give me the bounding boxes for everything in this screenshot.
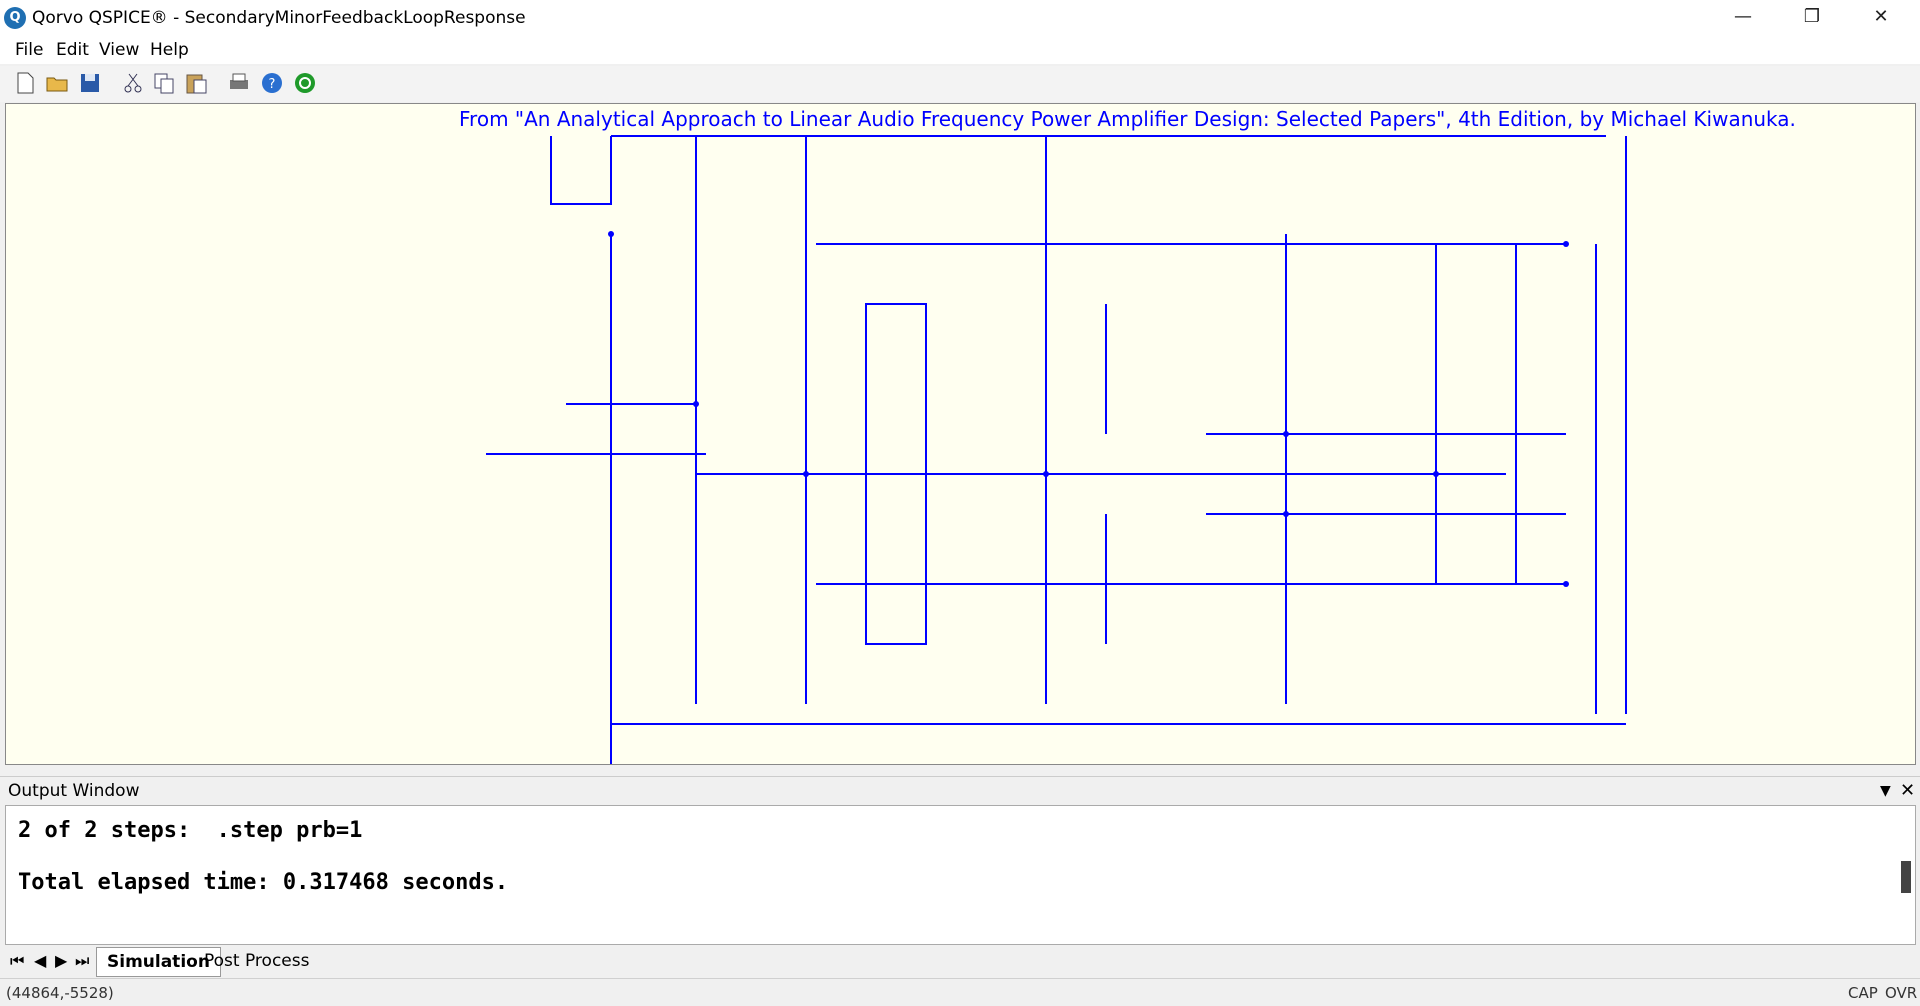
toolbar: ? xyxy=(0,66,1920,102)
cursor-coords: (44864,-5528) xyxy=(6,984,114,1002)
title-bar: Q Qorvo QSPICE® - SecondaryMinorFeedback… xyxy=(0,0,1920,36)
output-window-header: Output Window ▼ ✕ xyxy=(0,776,1920,805)
scrollbar-thumb[interactable] xyxy=(1901,861,1911,893)
schematic-canvas[interactable]: From "An Analytical Approach to Linear A… xyxy=(5,103,1916,765)
caps-indicator: CAP xyxy=(1848,984,1878,1002)
ovr-indicator: OVR xyxy=(1885,984,1918,1002)
open-folder-icon[interactable] xyxy=(44,70,70,96)
output-line: Total elapsed time: 0.317468 seconds. xyxy=(18,870,509,895)
minimize-icon[interactable]: — xyxy=(1734,6,1752,27)
tab-simulation[interactable]: Simulation xyxy=(96,947,221,977)
copy-icon[interactable] xyxy=(151,70,177,96)
svg-text:?: ? xyxy=(269,77,276,92)
chevron-down-icon[interactable]: ▼ xyxy=(1880,783,1891,799)
schematic-banner: From "An Analytical Approach to Linear A… xyxy=(459,107,1796,131)
tab-bar: ⏮ ◀ ▶ ⏭ Simulation Post Process xyxy=(0,945,1920,977)
output-text-pane[interactable]: 2 of 2 steps: .step prb=1 Total elapsed … xyxy=(5,805,1916,945)
nav-last-icon[interactable]: ⏭ xyxy=(75,951,90,970)
menu-edit[interactable]: Edit xyxy=(56,40,89,60)
run-icon[interactable] xyxy=(292,70,318,96)
restore-icon[interactable]: ❐ xyxy=(1803,6,1821,27)
qspice-app-icon: Q xyxy=(4,7,26,29)
output-window-title: Output Window xyxy=(8,781,140,801)
save-icon[interactable] xyxy=(77,70,103,96)
nav-next-icon[interactable]: ▶ xyxy=(55,951,68,970)
cut-icon[interactable] xyxy=(120,70,146,96)
print-icon[interactable] xyxy=(226,70,252,96)
nav-first-icon[interactable]: ⏮ xyxy=(10,951,25,970)
menu-file[interactable]: File xyxy=(15,40,44,60)
output-line: 2 of 2 steps: .step prb=1 xyxy=(18,818,363,843)
close-icon[interactable]: ✕ xyxy=(1873,6,1889,27)
new-file-icon[interactable] xyxy=(12,70,38,96)
paste-icon[interactable] xyxy=(183,70,209,96)
menu-help[interactable]: Help xyxy=(150,40,189,60)
nav-prev-icon[interactable]: ◀ xyxy=(34,951,47,970)
menu-bar: File Edit View Help xyxy=(0,36,1920,64)
schematic-wires xyxy=(486,135,1627,764)
help-icon[interactable]: ? xyxy=(259,70,285,96)
status-bar: (44864,-5528) CAP OVR xyxy=(0,978,1920,1006)
close-icon[interactable]: ✕ xyxy=(1900,780,1916,801)
window-title: Qorvo QSPICE® - SecondaryMinorFeedbackLo… xyxy=(32,8,526,28)
menu-view[interactable]: View xyxy=(99,40,140,60)
tab-post-process[interactable]: Post Process xyxy=(204,951,310,971)
